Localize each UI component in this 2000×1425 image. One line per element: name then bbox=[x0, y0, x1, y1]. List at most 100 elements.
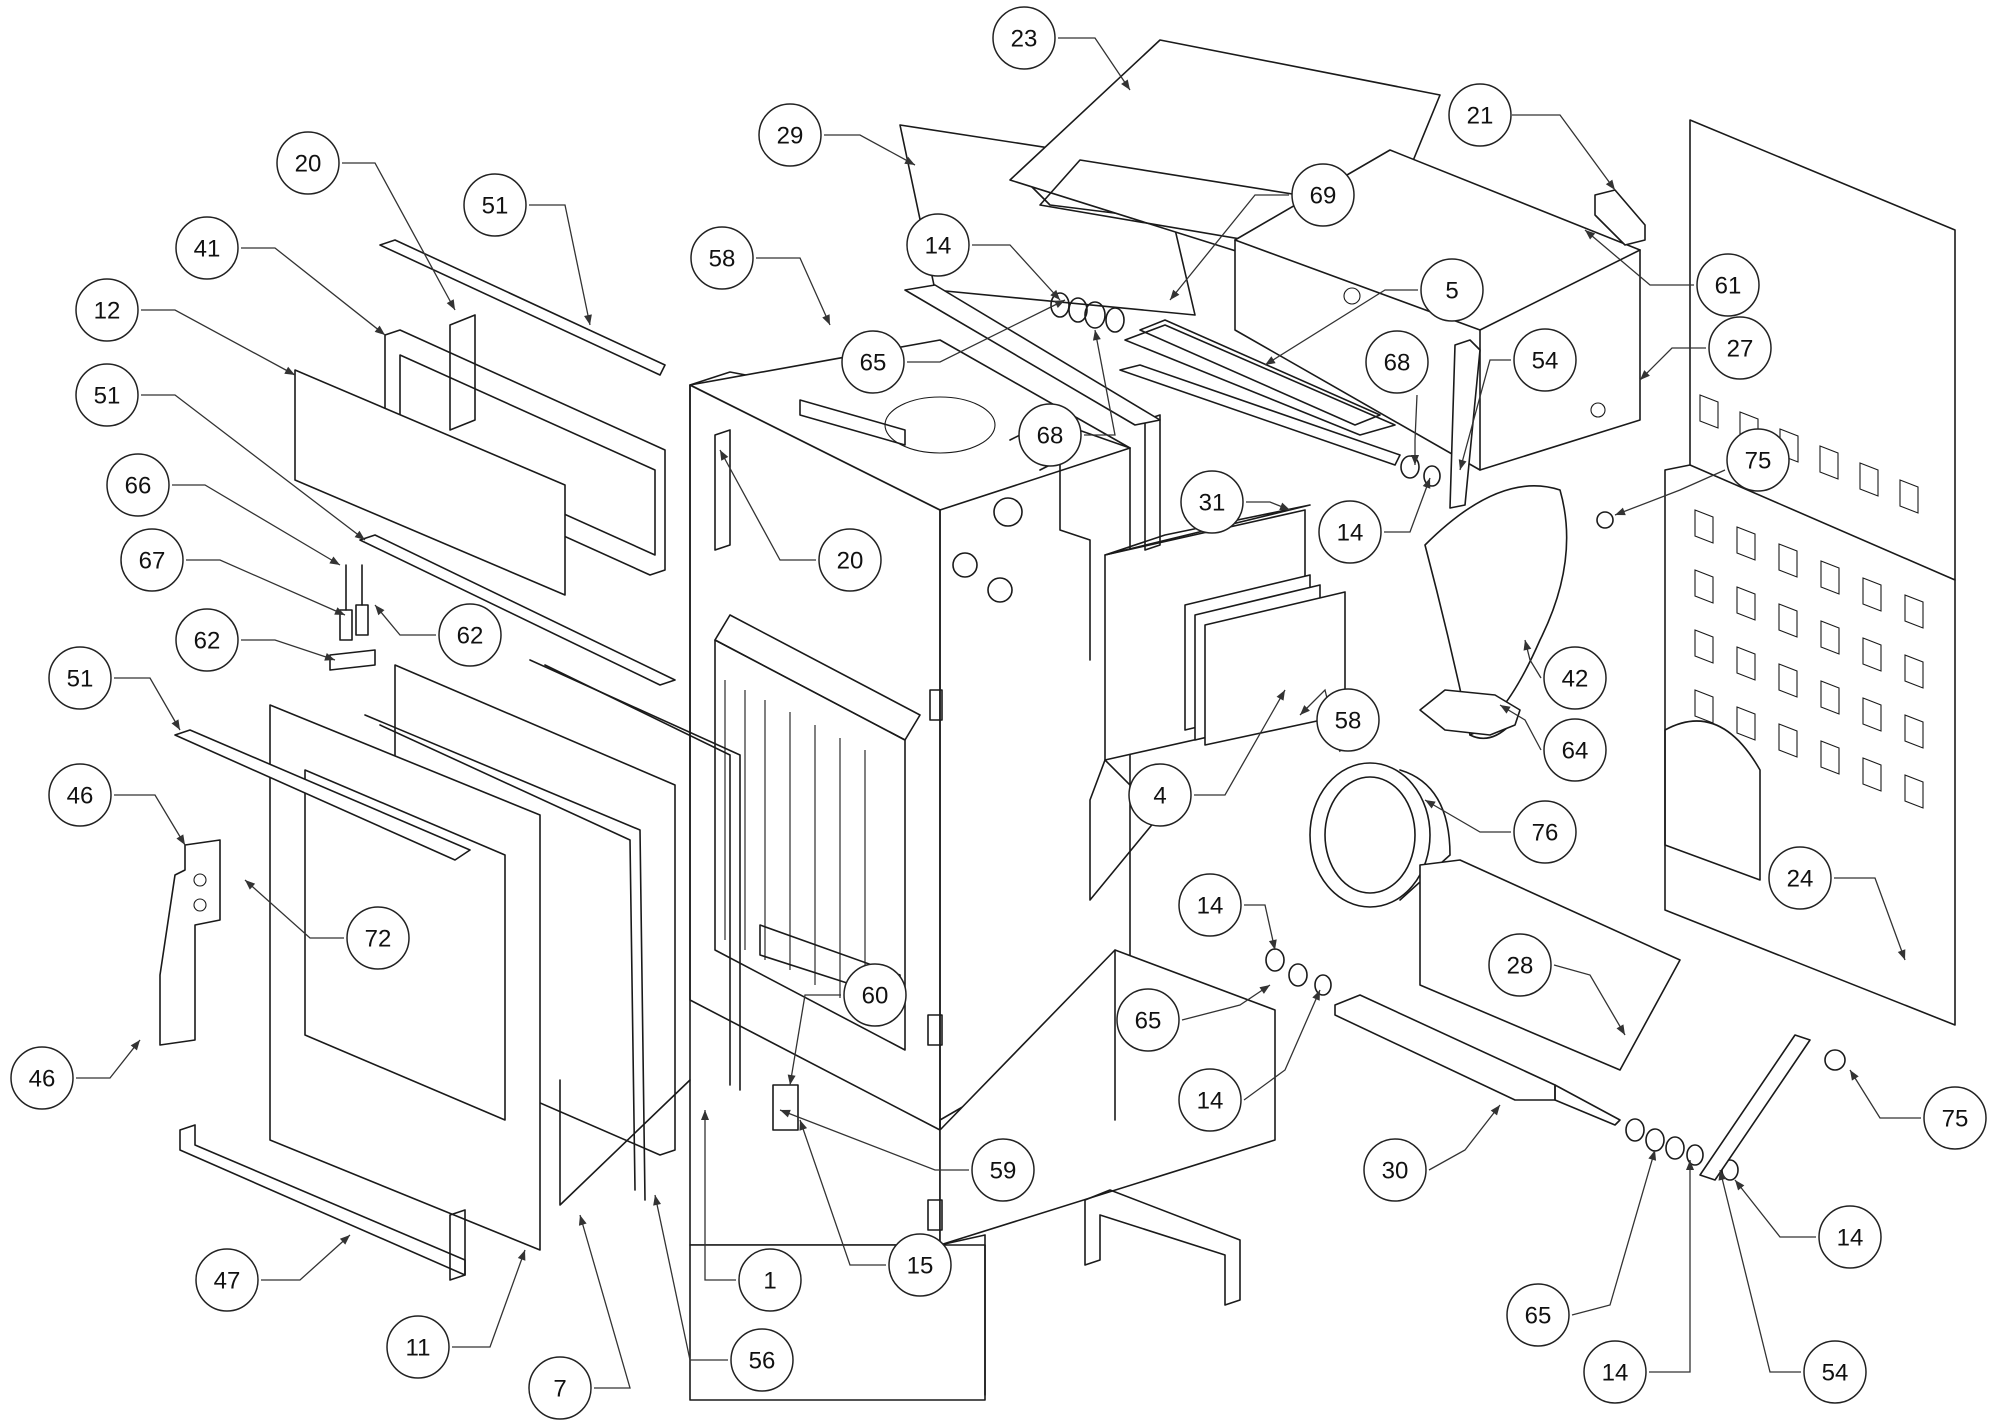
callout-label: 23 bbox=[1011, 26, 1038, 53]
panel-cutout bbox=[1820, 560, 1840, 595]
callout-bubble bbox=[528, 1356, 592, 1420]
callout-bubble bbox=[1180, 470, 1244, 534]
callout-label: 60 bbox=[862, 983, 889, 1010]
callout-bubble bbox=[1543, 646, 1607, 710]
callout-bubble bbox=[48, 763, 112, 827]
callout-label: 75 bbox=[1745, 448, 1772, 475]
callout-30: 30 bbox=[1363, 1104, 1501, 1202]
callout-14: 14 bbox=[1178, 989, 1321, 1132]
leader-line bbox=[1834, 877, 1906, 961]
leader-arrowhead bbox=[1121, 79, 1130, 90]
panel-cutout bbox=[1862, 697, 1882, 732]
callout-bubble bbox=[690, 226, 754, 290]
callout-bubble bbox=[730, 1328, 794, 1392]
leader-arrowhead bbox=[701, 1110, 709, 1120]
leader-arrowhead bbox=[1054, 300, 1065, 309]
leader-line bbox=[756, 257, 831, 326]
leader-line bbox=[1244, 904, 1276, 951]
callout-label: 46 bbox=[67, 783, 94, 810]
callout-12: 12 bbox=[75, 278, 296, 376]
leader-arrowhead bbox=[374, 325, 385, 335]
leader-arrowhead bbox=[284, 366, 295, 375]
leader-arrowhead bbox=[171, 719, 180, 730]
callout-label: 14 bbox=[1337, 520, 1364, 547]
leader-line bbox=[141, 394, 366, 541]
callout-label: 61 bbox=[1715, 273, 1742, 300]
panel-cutout bbox=[1736, 526, 1756, 561]
callout-bubble bbox=[276, 131, 340, 195]
leader-arrowhead bbox=[324, 653, 335, 661]
panel-cutout bbox=[1736, 646, 1756, 681]
callout-label: 14 bbox=[1197, 1088, 1224, 1115]
callout-bubble bbox=[195, 1248, 259, 1312]
callout-bubble bbox=[843, 963, 907, 1027]
callout-bubble bbox=[841, 330, 905, 394]
leader-line bbox=[1734, 1179, 1816, 1238]
callout-label: 47 bbox=[214, 1268, 241, 1295]
callout-58: 58 bbox=[1299, 688, 1380, 753]
callout-label: 28 bbox=[1507, 953, 1534, 980]
callout-label: 72 bbox=[365, 926, 392, 953]
callout-56: 56 bbox=[653, 1194, 794, 1392]
leader-arrowhead bbox=[1422, 478, 1431, 489]
callout-label: 76 bbox=[1532, 820, 1559, 847]
callout-label: 4 bbox=[1153, 783, 1166, 810]
callout-21: 21 bbox=[1448, 83, 1616, 191]
callout-41: 41 bbox=[175, 216, 386, 336]
callout-label: 66 bbox=[125, 473, 152, 500]
panel-cutout bbox=[1694, 629, 1714, 664]
leader-line bbox=[1169, 194, 1289, 301]
callout-bubble bbox=[1178, 1068, 1242, 1132]
leader-arrowhead bbox=[1425, 800, 1436, 809]
callout-65: 65 bbox=[1116, 984, 1271, 1052]
callout-label: 58 bbox=[709, 246, 736, 273]
callout-67: 67 bbox=[120, 528, 346, 616]
leader-arrowhead bbox=[446, 299, 455, 310]
door-handle-hardware bbox=[329, 564, 376, 671]
leader-line bbox=[1084, 329, 1116, 436]
leader-arrowhead bbox=[329, 556, 340, 565]
panel-cutout bbox=[1862, 637, 1882, 672]
callout-76: 76 bbox=[1424, 799, 1577, 864]
callout-65: 65 bbox=[1506, 1149, 1657, 1347]
leader-line bbox=[972, 244, 1061, 301]
panel-cutout bbox=[1778, 543, 1798, 578]
leader-arrowhead bbox=[1605, 179, 1615, 190]
callout-label: 21 bbox=[1467, 103, 1494, 130]
panel-cutout bbox=[1820, 740, 1840, 775]
leader-arrowhead bbox=[1050, 289, 1060, 300]
callout-4: 4 bbox=[1128, 689, 1286, 827]
callout-bubble bbox=[1116, 988, 1180, 1052]
callout-bubble bbox=[1178, 873, 1242, 937]
callout-label: 27 bbox=[1727, 336, 1754, 363]
panel-cutout bbox=[1820, 680, 1840, 715]
callout-bubble bbox=[1768, 846, 1832, 910]
callout-75: 75 bbox=[1849, 1069, 1987, 1150]
callout-label: 69 bbox=[1310, 183, 1337, 210]
callout-bubble bbox=[1291, 163, 1355, 227]
panel-cutout bbox=[1904, 774, 1924, 809]
callout-label: 5 bbox=[1445, 278, 1458, 305]
leader-line bbox=[1428, 1104, 1501, 1171]
fastener-stacks bbox=[1050, 292, 1739, 1181]
callout-label: 30 bbox=[1382, 1158, 1409, 1185]
callout-bubble bbox=[1923, 1086, 1987, 1150]
callout-label: 15 bbox=[907, 1253, 934, 1280]
leader-line bbox=[141, 309, 296, 376]
callout-31: 31 bbox=[1180, 470, 1291, 534]
leader-line bbox=[789, 994, 841, 1086]
leader-arrowhead bbox=[334, 607, 345, 615]
callout-65: 65 bbox=[841, 299, 1066, 394]
callout-label: 20 bbox=[837, 548, 864, 575]
callout-51: 51 bbox=[463, 173, 592, 326]
leader-line bbox=[1571, 1149, 1656, 1316]
callout-label: 11 bbox=[406, 1335, 431, 1362]
callout-bubble bbox=[1513, 800, 1577, 864]
callout-bubble bbox=[738, 1248, 802, 1312]
callout-label: 31 bbox=[1199, 490, 1226, 517]
leader-arrowhead bbox=[1500, 705, 1511, 714]
callout-bubble bbox=[906, 213, 970, 277]
callout-14: 14 bbox=[1318, 477, 1431, 564]
